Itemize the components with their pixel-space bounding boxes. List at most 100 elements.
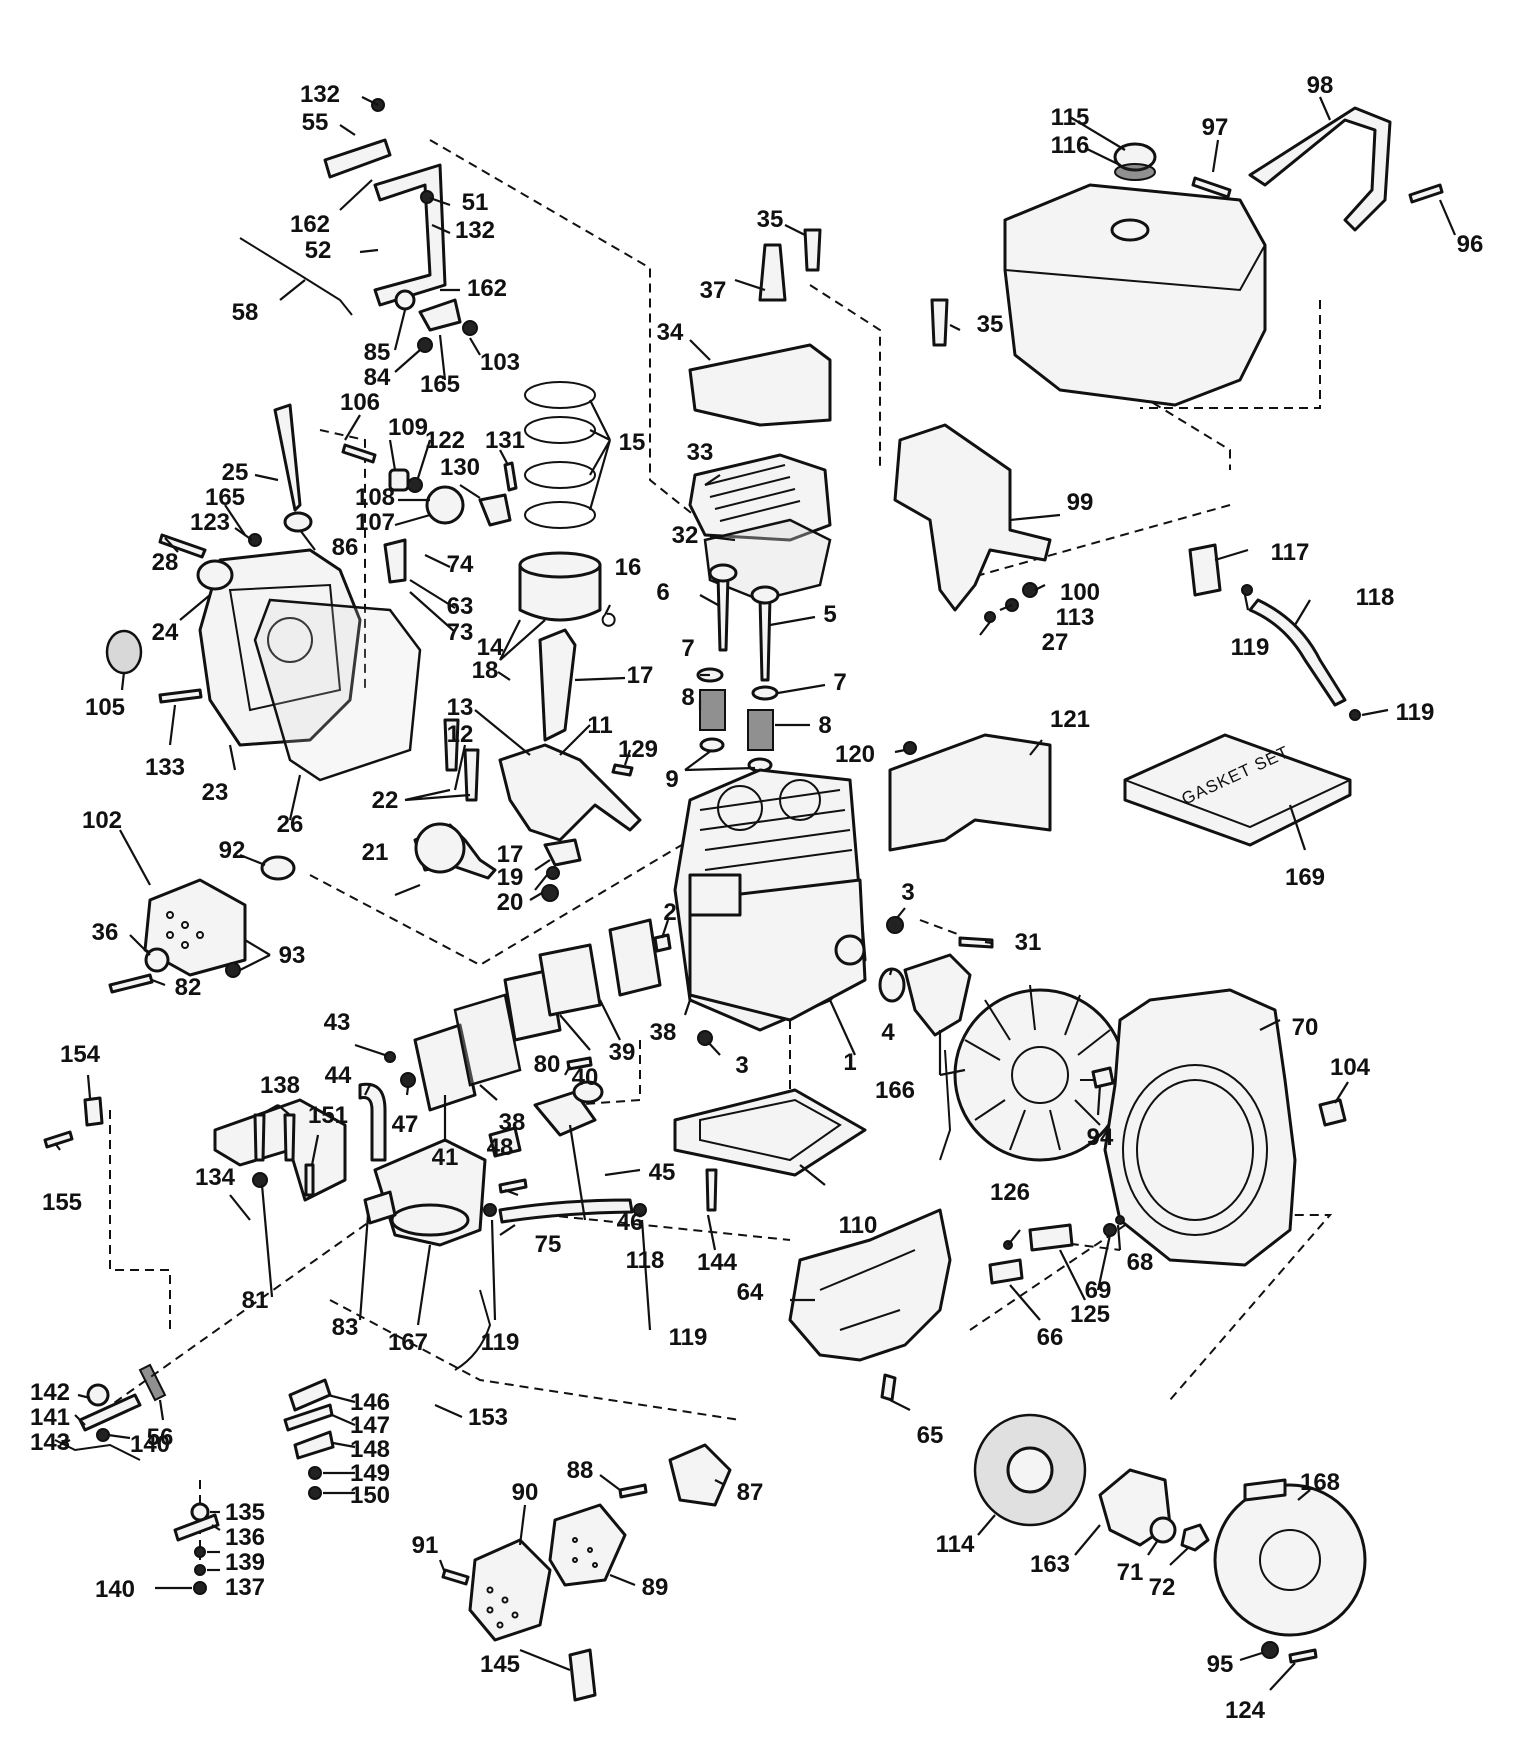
callout-18: 18 — [472, 657, 499, 684]
screw-88 — [618, 1483, 648, 1499]
callout-151: 151 — [308, 1102, 348, 1129]
screw-69 — [1103, 1223, 1117, 1237]
callout-22: 22 — [372, 787, 399, 814]
gasket-set-box-169 — [1123, 733, 1352, 847]
callout-113: 113 — [1056, 604, 1095, 631]
gear-107 — [425, 485, 465, 525]
callout-142: 142 — [30, 1379, 70, 1406]
callout-9: 9 — [665, 766, 678, 793]
bracket-52 — [373, 163, 447, 307]
crankshaft-11 — [498, 743, 642, 842]
screw-51 — [420, 190, 434, 204]
crankcase-cover-23 — [198, 548, 362, 747]
bolt-133 — [158, 688, 203, 704]
shield-64 — [788, 1208, 952, 1362]
fuel-tank-group — [893, 106, 1444, 721]
callout-167: 167 — [388, 1329, 428, 1356]
base-group — [673, 1088, 952, 1402]
callout-5: 5 — [823, 601, 836, 628]
screw-151 — [304, 1163, 315, 1197]
screw-155 — [43, 1130, 74, 1149]
callout-12: 12 — [447, 721, 474, 748]
connecting-rod-17 — [538, 628, 577, 742]
breather-plate-39 — [608, 918, 662, 997]
callout-154: 154 — [60, 1041, 101, 1068]
callout-52: 52 — [305, 237, 332, 264]
washer-139 — [194, 1546, 206, 1558]
callout-130: 130 — [440, 454, 480, 481]
callout-45: 45 — [649, 1159, 676, 1186]
callout-107: 107 — [355, 509, 395, 536]
callout-3-upper: 3 — [901, 879, 914, 906]
callout-41: 41 — [432, 1144, 459, 1171]
lever-165 — [418, 298, 462, 332]
callout-118-lower: 118 — [626, 1247, 665, 1274]
rod-cap-17b — [543, 838, 582, 867]
callout-28: 28 — [152, 549, 179, 576]
spring-56 — [138, 1363, 167, 1402]
callout-13: 13 — [447, 694, 474, 721]
callout-65: 65 — [917, 1422, 944, 1449]
callout-46: 46 — [617, 1209, 644, 1236]
clamp-47 — [400, 1072, 416, 1088]
callout-7-right: 7 — [833, 669, 846, 696]
spring-8b — [747, 709, 774, 751]
valve-5 — [758, 595, 772, 682]
starter-handle — [1243, 1478, 1287, 1502]
callout-104: 104 — [1330, 1054, 1371, 1081]
pin-129 — [611, 763, 634, 777]
screw-120 — [903, 741, 917, 755]
linkage-group — [54, 1363, 335, 1595]
callout-121: 121 — [1050, 706, 1090, 733]
tube-44 — [358, 1082, 387, 1162]
nut-20 — [541, 884, 559, 902]
nut-93 — [225, 962, 241, 978]
callout-21: 21 — [362, 839, 389, 866]
washer-122 — [407, 477, 423, 493]
dipstick-25 — [273, 403, 302, 512]
callout-87: 87 — [737, 1479, 764, 1506]
bolt-31 — [958, 936, 994, 949]
cam-gear-21 — [414, 822, 466, 874]
plate-125 — [1028, 1223, 1074, 1252]
callout-91: 91 — [412, 1532, 439, 1559]
nut-84 — [417, 337, 433, 353]
air-cleaner-cover-87 — [668, 1443, 732, 1507]
bolt-35b — [930, 298, 949, 347]
callout-72: 72 — [1149, 1574, 1176, 1601]
callout-155: 155 — [42, 1189, 82, 1216]
seal-86 — [283, 511, 313, 533]
screw-96 — [1408, 183, 1444, 204]
callout-140-upper: 140 — [130, 1431, 170, 1458]
bearing-105 — [105, 629, 143, 675]
callout-74: 74 — [447, 551, 474, 578]
oil-seal-24 — [196, 559, 234, 591]
lever-141 — [78, 1393, 142, 1432]
callout-86: 86 — [332, 534, 359, 561]
element-89 — [548, 1503, 627, 1587]
ring-15c — [524, 461, 596, 489]
callout-35-top: 35 — [757, 206, 784, 233]
callout-135: 135 — [225, 1499, 265, 1526]
fuel-line-118b — [498, 1198, 634, 1224]
callout-16: 16 — [615, 554, 642, 581]
nut-140b — [193, 1581, 207, 1595]
callout-70: 70 — [1292, 1014, 1319, 1041]
callout-132-mid: 132 — [455, 217, 495, 244]
bolt-138a — [253, 1113, 266, 1162]
cylinder-head-group — [688, 228, 832, 773]
bolt-144 — [705, 1168, 718, 1212]
screw-100 — [1022, 582, 1038, 598]
callout-51: 51 — [462, 189, 489, 216]
callout-31: 31 — [1015, 929, 1042, 956]
callout-37: 37 — [700, 277, 727, 304]
callout-119-upper-left: 119 — [1231, 634, 1270, 661]
callout-131: 131 — [485, 427, 525, 454]
callout-120: 120 — [835, 741, 875, 768]
link-143 — [54, 1439, 141, 1461]
base-plate-110 — [673, 1088, 867, 1177]
shutoff-valve-117 — [1188, 543, 1222, 597]
ring-16 — [601, 612, 616, 627]
